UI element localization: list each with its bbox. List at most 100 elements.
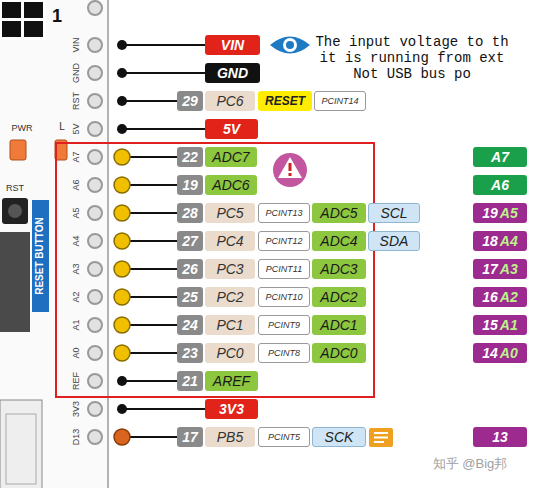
pin-tag: PCINT14 xyxy=(314,91,366,111)
pin-label: A5 xyxy=(500,205,518,221)
pin-label: ADC4 xyxy=(320,233,357,249)
pin-label: SCL xyxy=(380,205,407,221)
pin-tag: PCINT10 xyxy=(258,287,310,307)
pin-label: PB5 xyxy=(217,429,243,445)
pin-label: PCINT13 xyxy=(265,208,302,218)
pin-tag: 21 xyxy=(177,371,203,391)
pin-tag: PCINT11 xyxy=(258,259,310,279)
pin-tag: 28 xyxy=(177,203,203,223)
pin-tag: ADC4 xyxy=(312,231,366,251)
pin-label: 25 xyxy=(182,289,198,305)
silkscreen-label: A0 xyxy=(72,347,81,358)
pin-tag: SCK xyxy=(312,427,366,447)
board-label: RESET BUTTON xyxy=(35,217,45,295)
pin-label: 28 xyxy=(182,205,198,221)
pin-tag: 13 xyxy=(473,427,527,447)
pin-label: 5V xyxy=(223,121,240,137)
watermark: 知乎 @Big邦 xyxy=(433,457,508,470)
pin-tag: PC5 xyxy=(205,203,255,223)
silkscreen-label: A1 xyxy=(72,319,81,330)
silkscreen-label: 3V3 xyxy=(72,401,81,417)
pin-tag: PCINT8 xyxy=(258,343,310,363)
pin-tag: ADC7 xyxy=(205,147,257,167)
pin-tag: 17 xyxy=(177,427,203,447)
board-label: PWR xyxy=(12,124,33,133)
pin-tag: ADC0 xyxy=(312,343,366,363)
pin-label: ADC2 xyxy=(320,289,357,305)
pin-tag: 18A4 xyxy=(473,231,527,251)
silkscreen-label: A7 xyxy=(72,151,81,162)
pin-tag: PCINT9 xyxy=(258,315,310,335)
pin-label: GND xyxy=(217,65,248,81)
pin-tag: A7 xyxy=(473,147,527,167)
pin-label: PCINT8 xyxy=(268,348,300,358)
board-label: L xyxy=(59,122,65,132)
power-led xyxy=(10,140,26,160)
pin-label: ADC6 xyxy=(212,177,249,193)
pin-tag: PCINT5 xyxy=(258,427,310,447)
pin-label: ADC7 xyxy=(212,149,249,165)
silkscreen-label: VIN xyxy=(72,37,81,52)
pin-tag: 26 xyxy=(177,259,203,279)
pin-tag: 19 xyxy=(177,175,203,195)
pin-label: PCINT14 xyxy=(321,96,358,106)
pin-label: PC0 xyxy=(216,345,243,361)
usb-connector xyxy=(0,400,42,488)
pin-label: PC1 xyxy=(216,317,243,333)
pin-tag: 19A5 xyxy=(473,203,527,223)
pin-label: A2 xyxy=(500,289,518,305)
pin-tag: A6 xyxy=(473,175,527,195)
leader-lines xyxy=(122,45,205,437)
pin-tag: 25 xyxy=(177,287,203,307)
pin-tag: 14A0 xyxy=(473,343,527,363)
pin-label: PC2 xyxy=(216,289,243,305)
pin-label: SDA xyxy=(380,233,409,249)
pin-label: 21 xyxy=(182,373,198,389)
pin-tag: 29 xyxy=(177,91,203,111)
highlight-frame xyxy=(56,143,374,397)
pin-tag: 27 xyxy=(177,231,203,251)
pin-label: PC6 xyxy=(216,93,243,109)
pin-label: 19 xyxy=(482,205,498,221)
pin-tag: 16A2 xyxy=(473,287,527,307)
pin-label: A6 xyxy=(491,177,509,193)
pin-tag: 15A1 xyxy=(473,315,527,335)
pin-label: 16 xyxy=(482,289,498,305)
pin-label: 22 xyxy=(182,149,198,165)
pin-label: A4 xyxy=(500,233,518,249)
note-text: it is running from ext xyxy=(320,51,505,65)
pin-label: ADC0 xyxy=(320,345,357,361)
pin-tag: RESET xyxy=(258,91,312,111)
pin-label: A3 xyxy=(500,261,518,277)
pin-label: A1 xyxy=(500,317,518,333)
pin-label: 26 xyxy=(182,261,198,277)
pin-tag: ADC6 xyxy=(205,175,257,195)
pin-tag: ADC3 xyxy=(312,259,366,279)
note-text: Not USB bus po xyxy=(353,67,471,81)
silkscreen-label: GND xyxy=(72,63,81,83)
pin-tag: ADC1 xyxy=(312,315,366,335)
pin-label: 17 xyxy=(482,261,498,277)
reset-button-band xyxy=(32,200,49,312)
pin-tag: 5V xyxy=(205,119,258,139)
pin-label: 24 xyxy=(182,317,198,333)
pin-tag: VIN xyxy=(205,35,260,55)
pin-label: 3V3 xyxy=(219,401,244,417)
pin-label: VIN xyxy=(221,37,244,53)
pin-label: 15 xyxy=(482,317,498,333)
silkscreen-label: REF xyxy=(72,372,81,390)
silkscreen-label: D13 xyxy=(72,429,81,446)
silkscreen-label: 5V xyxy=(72,123,81,134)
board-label: RST xyxy=(6,184,24,193)
pin-tag: 22 xyxy=(177,147,203,167)
pin-tag: PC3 xyxy=(205,259,255,279)
pin-tag: ADC5 xyxy=(312,203,366,223)
pin-label: 19 xyxy=(182,177,198,193)
pin-label: ADC3 xyxy=(320,261,357,277)
pin-tag: GND xyxy=(205,63,260,83)
pin-label: 14 xyxy=(482,345,498,361)
pin-label: 29 xyxy=(182,93,198,109)
pin-dots xyxy=(114,40,130,445)
pin-label: 13 xyxy=(492,429,508,445)
eye-icon xyxy=(270,37,310,54)
